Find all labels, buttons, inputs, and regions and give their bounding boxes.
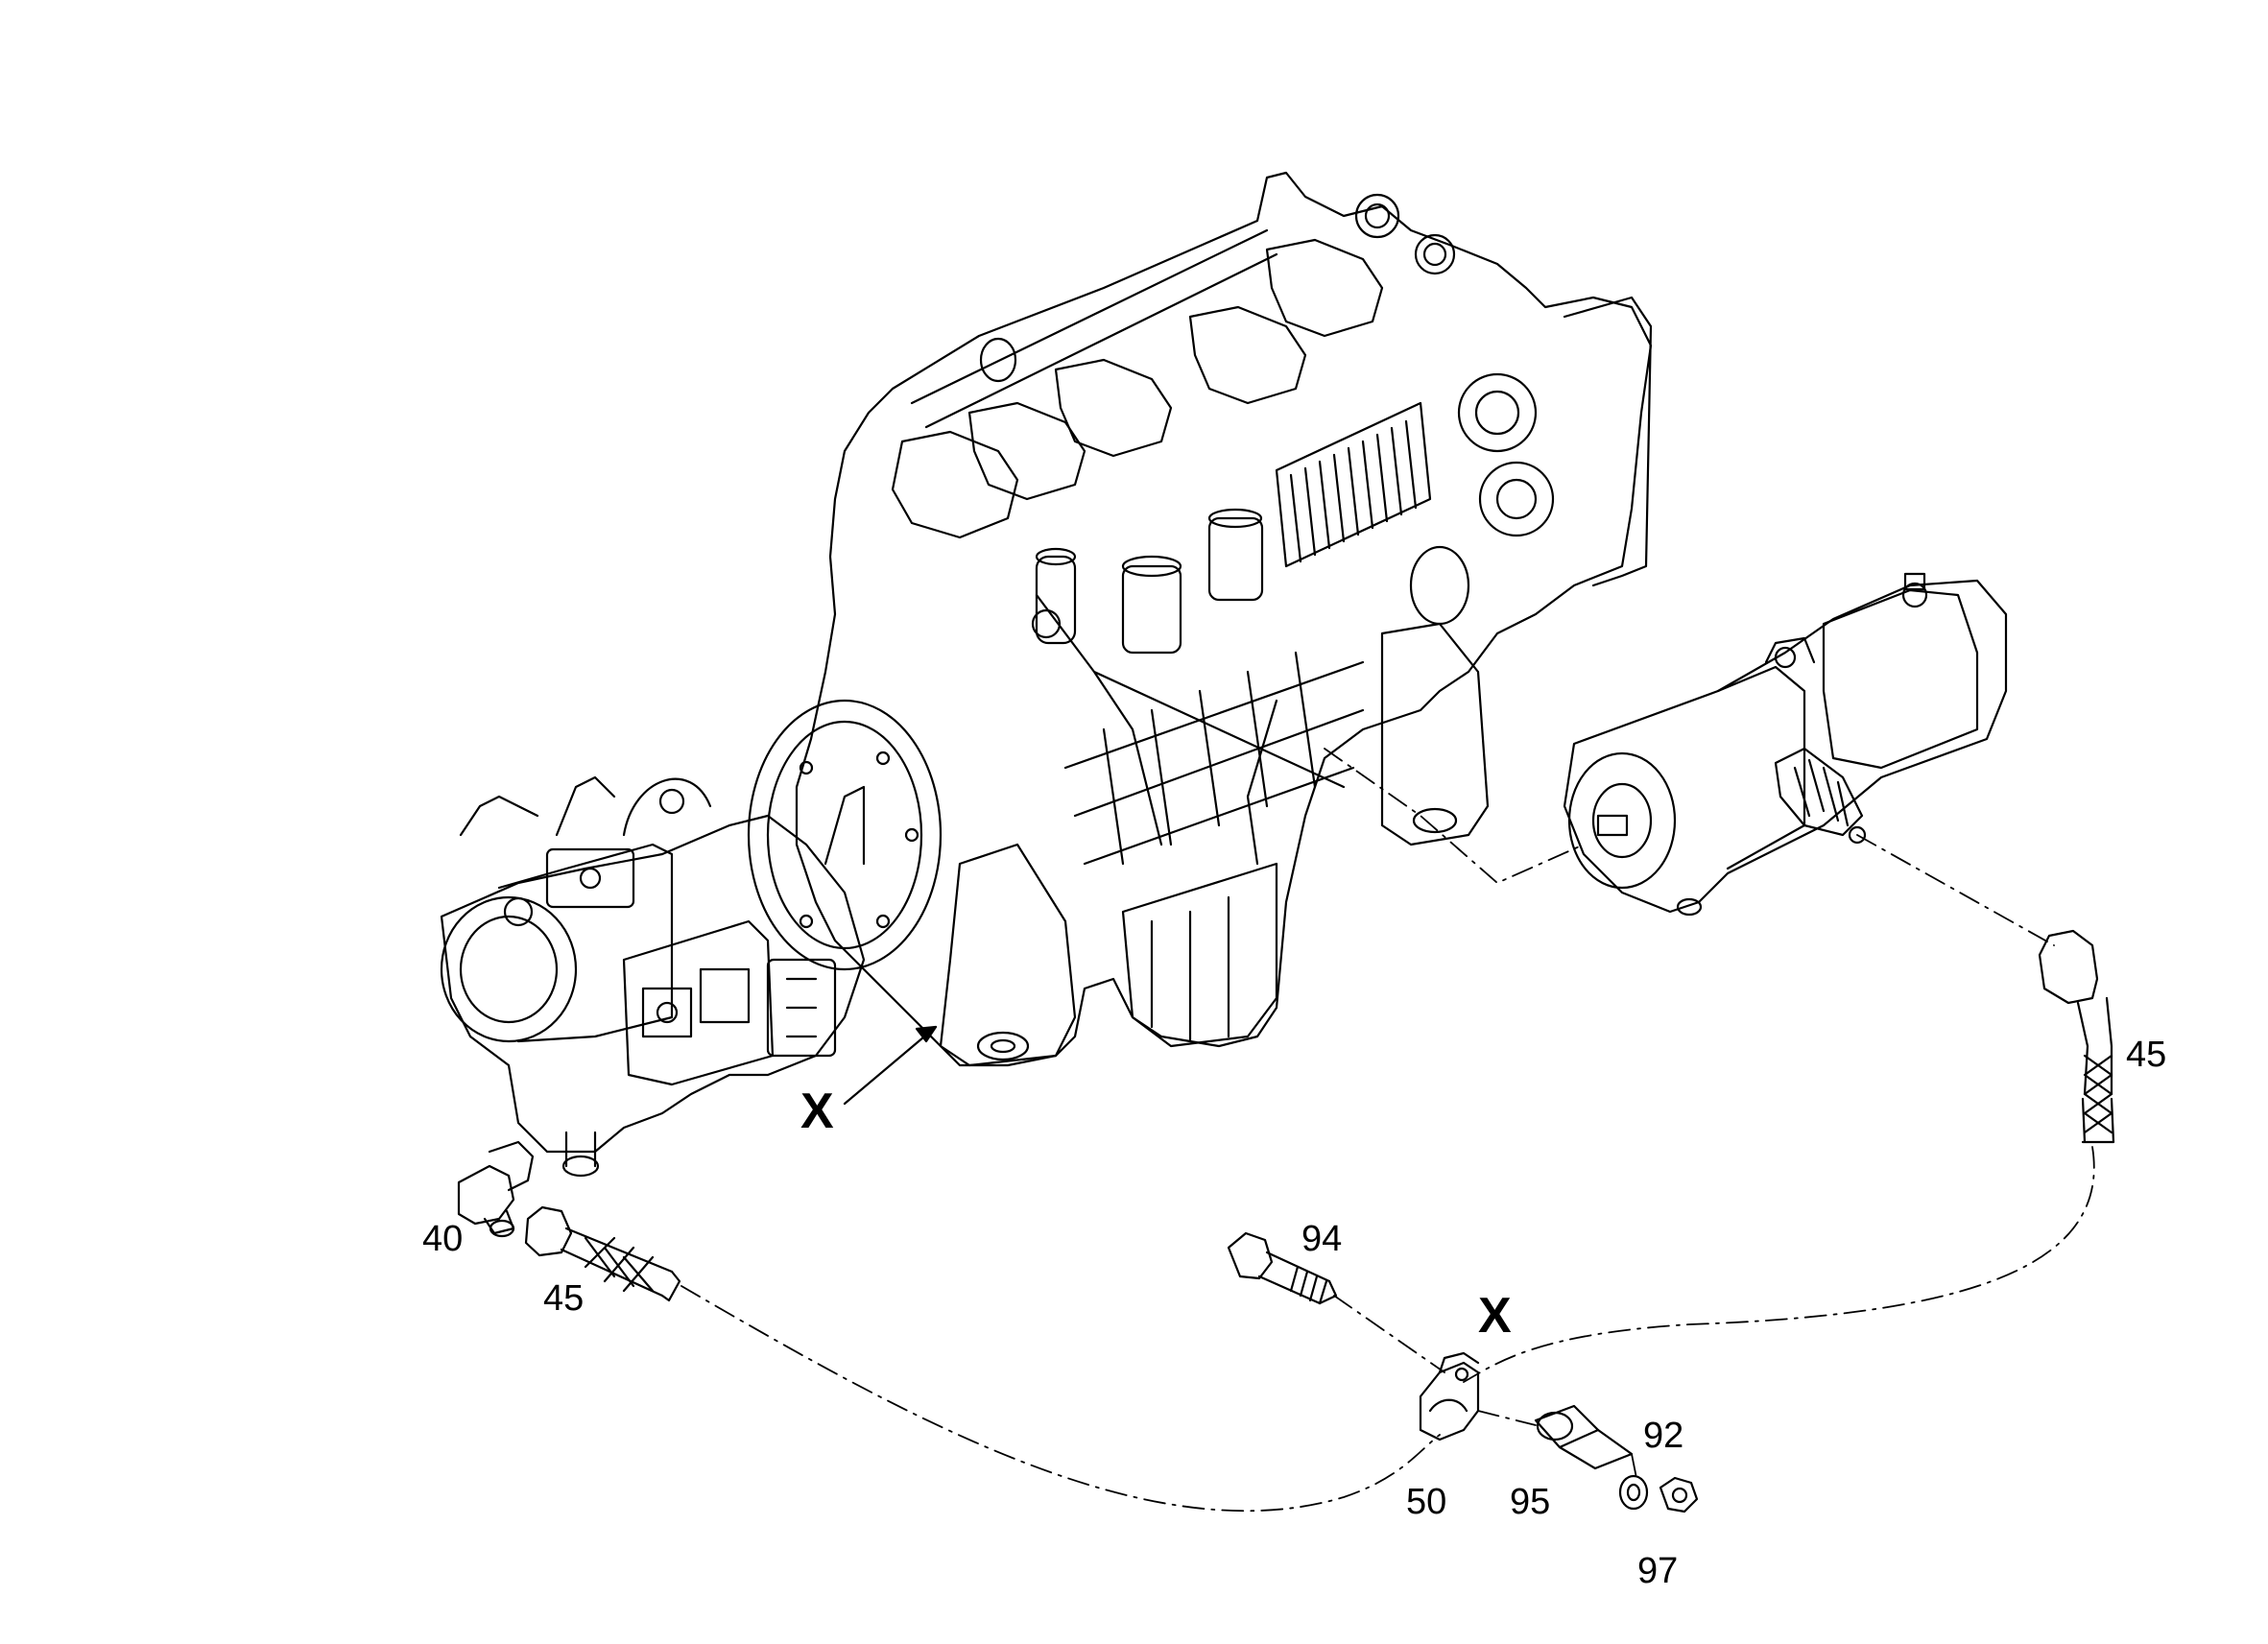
bolt-94 bbox=[1227, 1231, 1338, 1305]
callout-95: 95 bbox=[1510, 1482, 1551, 1522]
elbow-fitting-40 bbox=[457, 1140, 535, 1238]
hydraulic-pump-assembly bbox=[440, 775, 866, 1178]
clamp-50 bbox=[1419, 1351, 1480, 1441]
callout-50: 50 bbox=[1406, 1482, 1447, 1522]
engine-block bbox=[747, 171, 1653, 1067]
callout-45-upper: 45 bbox=[2126, 1035, 2167, 1075]
detail-mark-x-main: X bbox=[800, 1084, 834, 1139]
washer-92 bbox=[1618, 1474, 1649, 1511]
callout-97: 97 bbox=[1637, 1551, 1679, 1591]
hose-45-upper bbox=[2038, 929, 2115, 1144]
connection-lines bbox=[680, 748, 2095, 1513]
detail-x-arrow bbox=[843, 1025, 938, 1106]
callout-94: 94 bbox=[1301, 1219, 1343, 1259]
detail-mark-x-detail: X bbox=[1478, 1288, 1512, 1344]
nut-97 bbox=[1659, 1476, 1699, 1513]
callout-45-lower: 45 bbox=[543, 1278, 585, 1319]
hose-45-lower bbox=[524, 1205, 681, 1302]
callout-92: 92 bbox=[1643, 1416, 1684, 1456]
callout-40: 40 bbox=[422, 1219, 464, 1259]
spacer-95 bbox=[1534, 1404, 1634, 1470]
hydraulic-motor bbox=[1563, 572, 2008, 917]
